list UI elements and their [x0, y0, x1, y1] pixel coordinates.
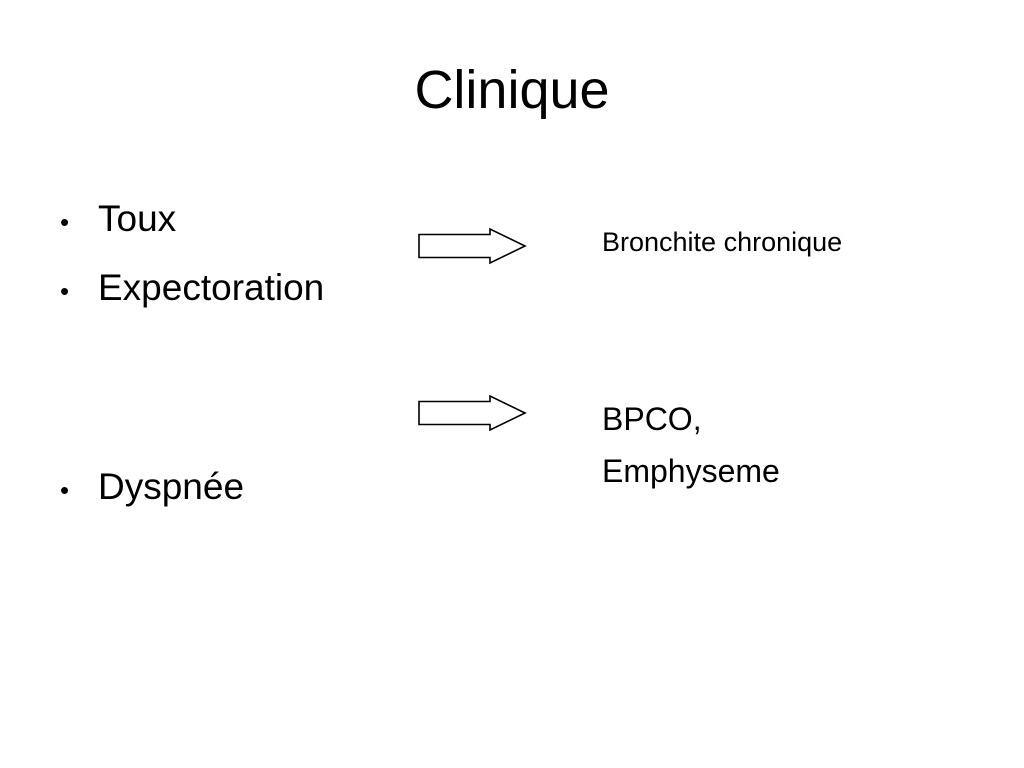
diagnosis-bronchite-chronique: Bronchite chronique — [602, 227, 843, 257]
page-title: Clinique — [414, 60, 610, 120]
symptom-label-expectoration: Expectoration — [98, 267, 325, 308]
list-item: • Dyspnée — [60, 454, 400, 523]
diagnosis-line-emphyseme: Emphyseme — [602, 453, 780, 489]
symptom-label-toux: Toux — [98, 198, 177, 239]
diagnosis-bpco-emphyseme: BPCO, Emphyseme — [602, 393, 780, 497]
right-arrow-icon — [417, 227, 527, 265]
list-item: • Toux — [60, 186, 400, 255]
bullet-icon: • — [60, 207, 70, 237]
diagnosis-line-bpco: BPCO, — [602, 401, 702, 437]
bullet-icon: • — [60, 475, 70, 505]
list-item: • Expectoration — [60, 255, 400, 324]
right-arrow-icon — [417, 394, 527, 432]
bullet-icon: • — [60, 276, 70, 306]
symptom-label-dyspnee: Dyspnée — [98, 466, 245, 507]
symptom-list: • Toux • Expectoration • Dyspnée — [60, 186, 400, 523]
